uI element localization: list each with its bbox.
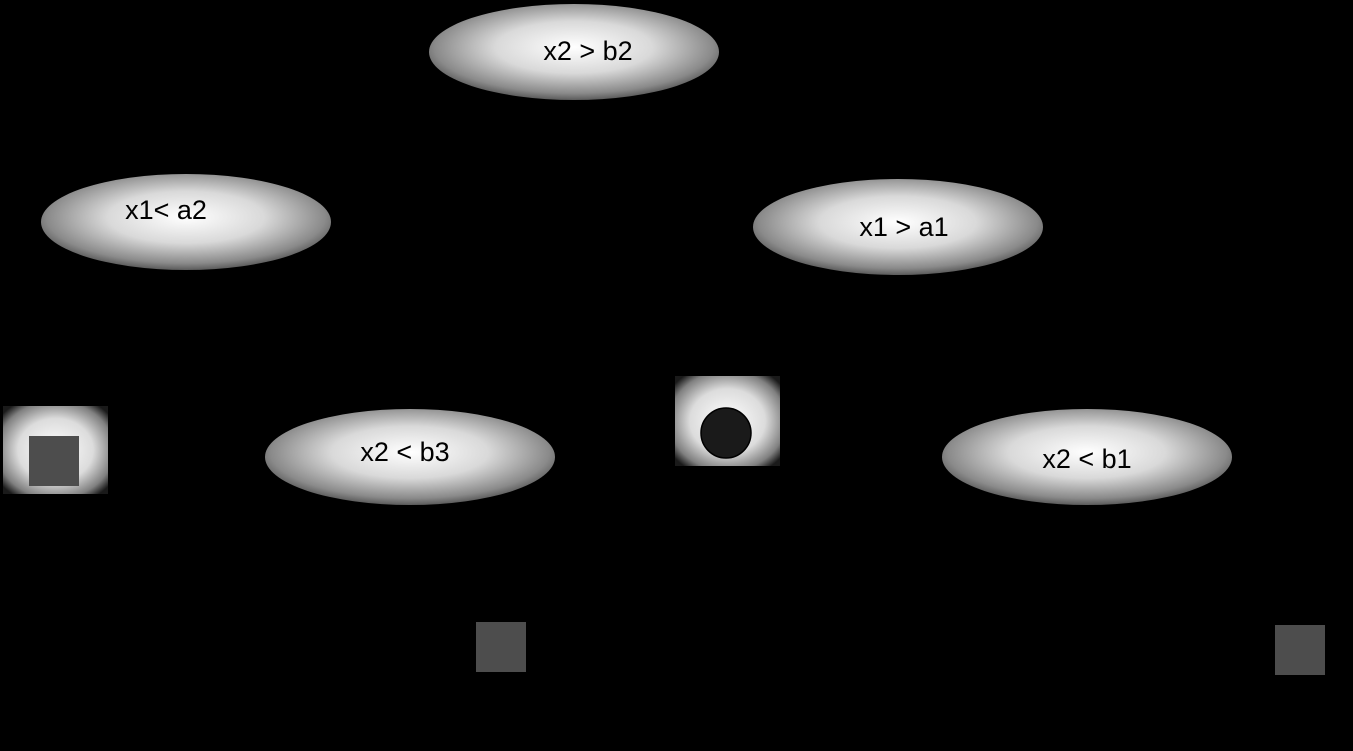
node-ellipse <box>41 174 331 270</box>
node-label-left-right: x2 < b3 <box>360 437 449 467</box>
decision-node-right: x1 > a1 <box>753 179 1043 275</box>
node-ellipse <box>429 4 719 100</box>
square-leaf-icon <box>476 622 526 672</box>
square-leaf-icon <box>29 436 79 486</box>
decision-node-left: x1< a2 <box>41 174 331 270</box>
node-ellipse <box>942 409 1232 505</box>
decision-node-root: x2 > b2 <box>429 4 719 100</box>
leaf-square-right <box>1275 625 1325 675</box>
leaf-square-middle <box>476 622 526 672</box>
node-label-left: x1< a2 <box>125 195 207 225</box>
leaf-circle <box>675 376 780 466</box>
decision-node-left-right: x2 < b3 <box>265 409 555 505</box>
leaf-square-left <box>3 406 108 494</box>
circle-leaf-icon <box>700 407 752 459</box>
decision-node-right-right: x2 < b1 <box>942 409 1232 505</box>
node-label-right: x1 > a1 <box>859 212 948 242</box>
node-ellipse <box>265 409 555 505</box>
square-leaf-icon <box>1275 625 1325 675</box>
node-label-right-right: x2 < b1 <box>1042 444 1131 474</box>
node-ellipse <box>753 179 1043 275</box>
node-label-root: x2 > b2 <box>543 36 632 66</box>
